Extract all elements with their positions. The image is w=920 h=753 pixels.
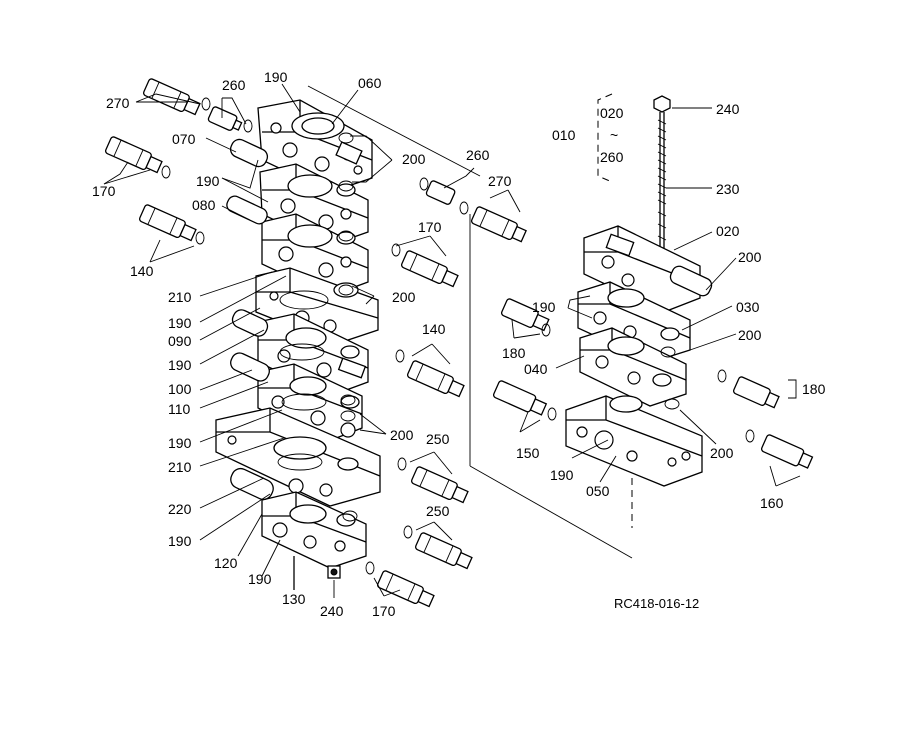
label-190-h: 190 [532, 299, 556, 315]
label-200-a: 200 [402, 151, 426, 167]
section-7 [215, 407, 381, 507]
label-range-to: 260 [600, 149, 624, 165]
label-040: 040 [524, 361, 548, 377]
cartridge-150 [492, 380, 548, 416]
cartridges-left [104, 78, 527, 608]
label-070: 070 [172, 131, 196, 147]
label-210-b: 210 [168, 459, 192, 475]
label-140-b: 140 [422, 321, 446, 337]
o-rings [277, 132, 358, 522]
label-range-tilde: ~ [610, 127, 618, 143]
dashed-lines [597, 93, 633, 528]
cartridge-180-b [732, 376, 780, 409]
label-range-from: 020 [600, 105, 624, 121]
label-060: 060 [358, 75, 382, 91]
label-200-c: 200 [390, 427, 414, 443]
cartridge-270-b [470, 206, 527, 243]
label-050: 050 [586, 483, 610, 499]
label-230: 230 [716, 181, 740, 197]
spool-ends [226, 138, 274, 501]
label-200-b: 200 [392, 289, 416, 305]
plug-260-b [425, 180, 456, 205]
plug-260-a [207, 106, 243, 131]
cartridge-170-b [400, 250, 459, 288]
label-150: 150 [516, 445, 540, 461]
label-260-b: 260 [466, 147, 490, 163]
label-190-d: 190 [168, 357, 192, 373]
label-250-b: 250 [426, 503, 450, 519]
label-180-b: 180 [802, 381, 826, 397]
label-210-a: 210 [168, 289, 192, 305]
cartridge-140-b [406, 360, 465, 398]
label-270-b: 270 [488, 173, 512, 189]
label-range-main: 010 [552, 127, 576, 143]
label-170-a: 170 [92, 183, 116, 199]
cartridge-180-a [500, 298, 550, 332]
cartridge-170-a [104, 136, 163, 174]
label-120: 120 [214, 555, 238, 571]
callout-labels: 270 260 190 060 070 200 260 170 190 270 … [92, 69, 826, 619]
label-190-c: 190 [168, 315, 192, 331]
label-030: 030 [736, 299, 760, 315]
nut-240-left [327, 565, 341, 579]
cartridge-250-b [414, 532, 473, 570]
right-valve-stack [492, 95, 814, 487]
label-270-a: 270 [106, 95, 130, 111]
left-valve-stack [215, 99, 381, 590]
label-240-b: 240 [716, 101, 740, 117]
label-190-i: 190 [550, 467, 574, 483]
section-6 [257, 363, 363, 443]
cartridge-140-a [138, 204, 197, 242]
label-020: 020 [716, 223, 740, 239]
label-140-a: 140 [130, 263, 154, 279]
drawing-code: RC418-016-12 [614, 596, 699, 611]
label-170-c: 170 [372, 603, 396, 619]
label-240-a: 240 [320, 603, 344, 619]
label-190-b: 190 [196, 173, 220, 189]
label-200-f: 200 [710, 445, 734, 461]
label-190-f: 190 [168, 533, 192, 549]
label-110: 110 [168, 401, 191, 417]
label-190-g: 190 [248, 571, 272, 587]
cartridge-250-a [410, 466, 469, 504]
label-260-a: 260 [222, 77, 246, 93]
label-090: 090 [168, 333, 192, 349]
cartridge-170-c [376, 570, 435, 608]
label-190-a: 190 [264, 69, 288, 85]
cartridge-270-a [142, 78, 201, 116]
label-190-e: 190 [168, 435, 192, 451]
label-250-a: 250 [426, 431, 450, 447]
section-bottom [261, 491, 367, 569]
label-200-e: 200 [738, 327, 762, 343]
leader-lines [103, 83, 801, 598]
label-160: 160 [760, 495, 784, 511]
label-220: 220 [168, 501, 192, 517]
label-080: 080 [192, 197, 216, 213]
label-180-a: 180 [502, 345, 526, 361]
label-170-b: 170 [418, 219, 442, 235]
label-130: 130 [282, 591, 306, 607]
label-100: 100 [168, 381, 192, 397]
cartridge-160 [760, 434, 814, 469]
label-200-d: 200 [738, 249, 762, 265]
